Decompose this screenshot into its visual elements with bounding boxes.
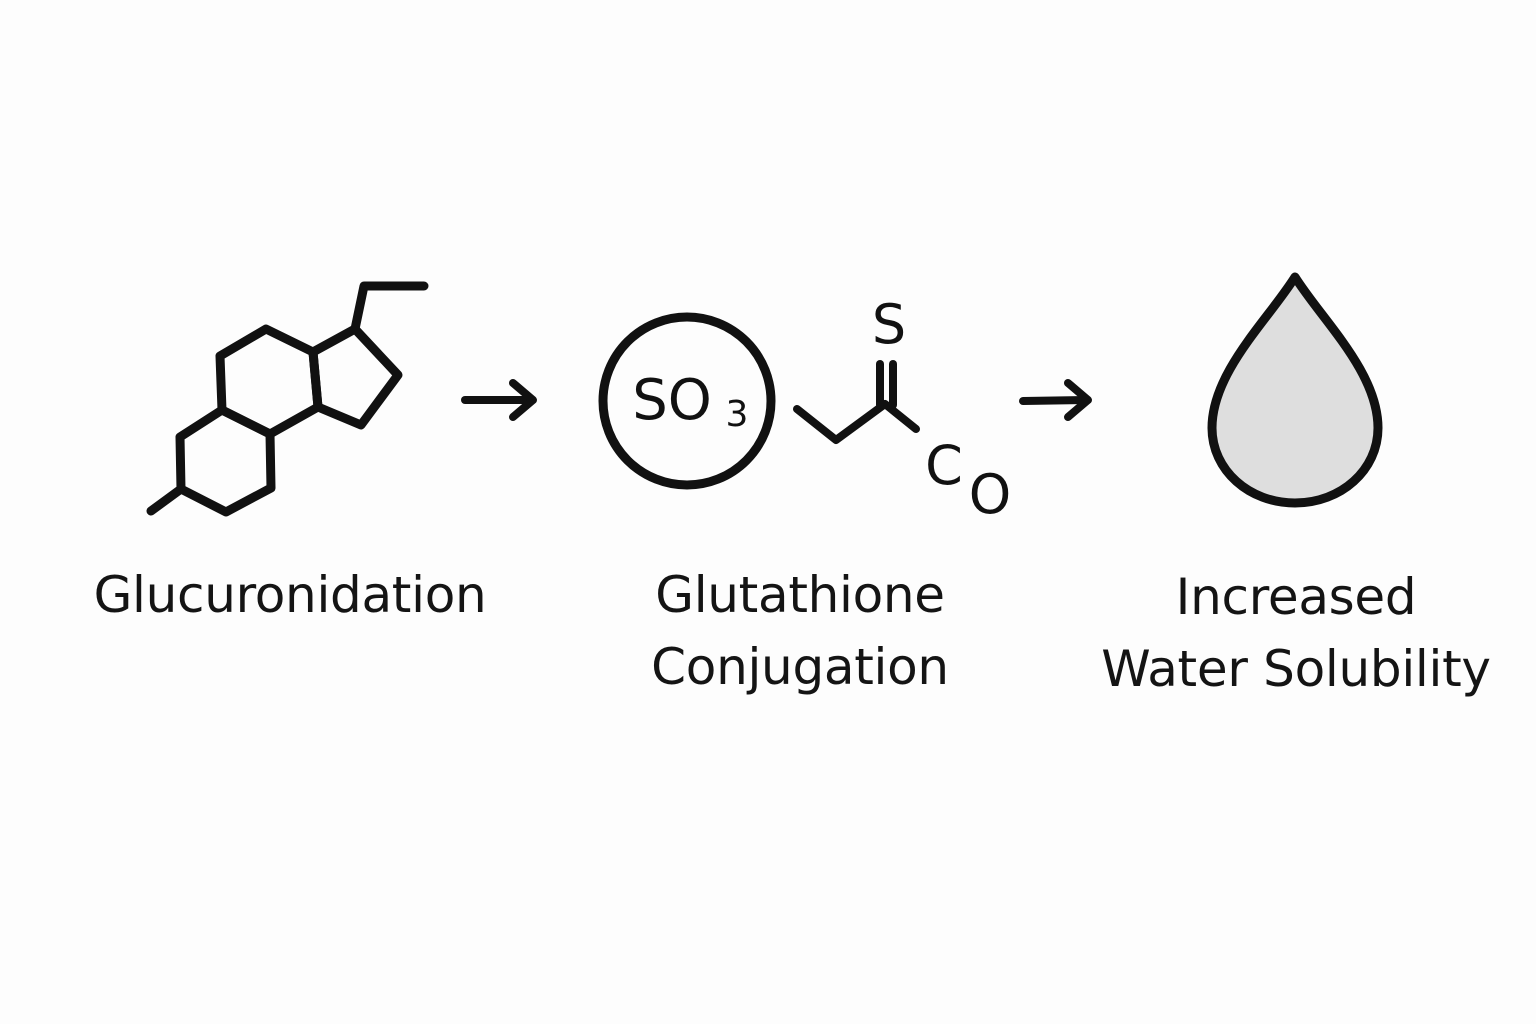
sulfate-conjugate-icon: SO 3 S C O: [598, 293, 1012, 526]
oxygen-atom-text: O: [969, 463, 1012, 526]
step-label-glucuronidation: Glucuronidation: [93, 566, 487, 624]
sulfate-subscript-text: 3: [726, 394, 749, 435]
arrow-right-icon-2: [1019, 379, 1092, 421]
carbon-chain: [793, 360, 920, 444]
sulfur-atom-text: S: [872, 293, 906, 356]
sulfate-group-text: SO: [632, 368, 712, 433]
step-label-conjugation: Conjugation: [651, 638, 949, 696]
step-label-water-solubility: Water Solubility: [1101, 640, 1491, 698]
sulfate-circle: [598, 312, 776, 490]
arrow-right-icon-1: [461, 379, 537, 421]
step-label-increased: Increased: [1175, 568, 1417, 626]
step-label-glutathione: Glutathione: [655, 566, 945, 624]
carbon-atom-text: C: [925, 434, 963, 497]
water-drop-icon: [1207, 272, 1383, 508]
steroid-molecule-icon: [146, 281, 429, 517]
